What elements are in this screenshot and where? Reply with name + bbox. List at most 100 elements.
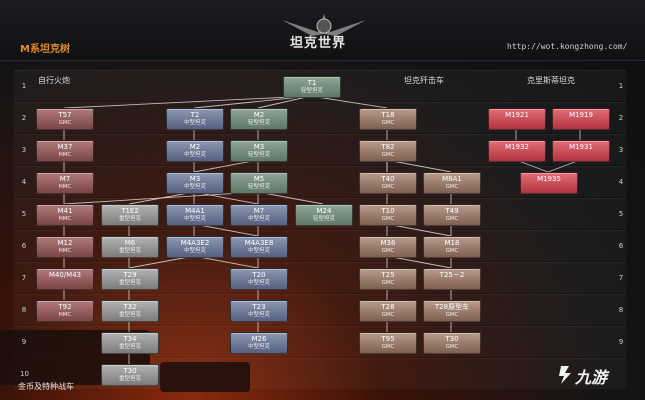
tank-name: T29 [123,271,137,279]
tank-node-m1935[interactable]: M1935 [520,172,578,194]
tank-class: 中型坦克 [247,248,270,254]
tank-node-m1931[interactable]: M1931 [552,140,610,162]
row-band [14,198,626,229]
row-band [14,134,626,165]
tank-node-m1919[interactable]: M1919 [552,108,610,130]
connector-line [515,159,549,173]
row-number-right: 3 [618,146,624,154]
tank-class: HMC [58,184,72,190]
tank-class: 中型坦克 [183,248,206,254]
connector-line [310,95,388,109]
tank-class: 重型坦克 [118,376,141,382]
watermark-text: 九游 [575,368,608,387]
tank-class: GMC [445,184,459,190]
tank-class: HMC [58,312,72,318]
tank-name: M2 [189,143,201,151]
connector-line [193,95,312,109]
tank-name: T95 [381,335,395,343]
row-band [14,262,626,293]
row-number-right: 4 [618,178,624,186]
connector-line [63,191,259,205]
tank-class: HMC [58,216,72,222]
tank-name: M7 [59,175,71,183]
row-number-right: 2 [618,114,624,122]
tank-name: M1931 [569,143,593,151]
tank-name: T20 [252,271,266,279]
logo-text: 坦克世界 [290,36,347,51]
connector-line [193,255,259,269]
tank-name: T49 [445,207,459,215]
row-number-right: 8 [618,306,624,314]
row-band [14,230,626,261]
tank-class: 中型坦克 [247,312,270,318]
site-url[interactable]: http://wot.kongzhong.com/ [507,42,628,51]
connector-line [257,95,312,109]
tank-class: HMC [58,248,72,254]
tank-name: M3 [253,143,265,151]
tank-node-t25-2[interactable]: T25－2 [423,268,481,290]
tank-class: 中型坦克 [183,152,206,158]
row-number-left: 5 [21,210,27,218]
row-number-right: 9 [618,338,624,346]
row-number-left: 3 [21,146,27,154]
tank-class: 重型坦克 [118,248,141,254]
tank-node-m1932[interactable]: M1932 [488,140,546,162]
tank-node-m1921[interactable]: M1921 [488,108,546,130]
tank-name: T25－2 [439,271,465,279]
tank-name: M12 [57,239,73,247]
watermark-icon [559,366,571,384]
tank-class: 中型坦克 [247,344,270,350]
tank-class: GMC [445,248,459,254]
emblem-icon [282,14,366,36]
tank-node-m40m43[interactable]: M40/M43 [36,268,94,290]
row-number-left: 1 [21,82,27,90]
connector-line [193,191,259,205]
connector-line [193,223,259,237]
row-number-right: 6 [618,242,624,250]
tank-name: M41 [57,207,73,215]
row-number-left: 2 [21,114,27,122]
tank-class: 中型坦克 [183,184,206,190]
